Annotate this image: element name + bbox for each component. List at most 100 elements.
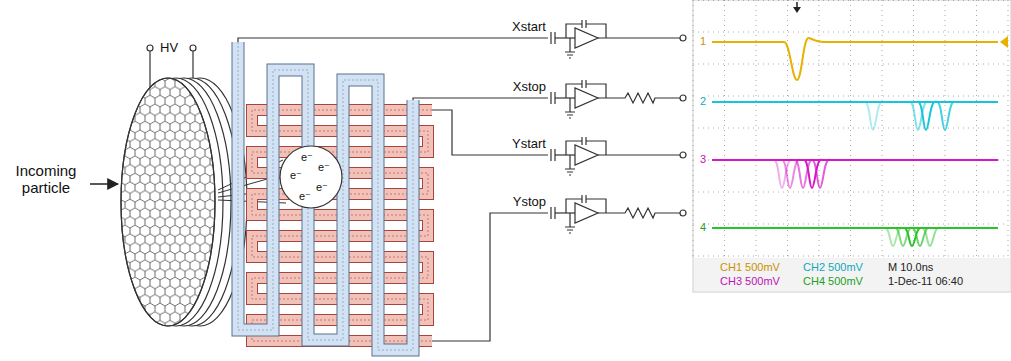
trigger-marker-part <box>793 7 801 13</box>
scope-grid-part <box>693 128 1008 129</box>
scope-trace <box>712 160 998 188</box>
preamp-channel-part <box>565 155 575 175</box>
preamp-channel-part <box>581 195 582 203</box>
hv-terminals-part <box>147 45 153 51</box>
voltage-label: HV <box>160 41 178 56</box>
scope-trace <box>712 228 998 246</box>
scope-trace-part <box>937 102 955 130</box>
scope-readout: M 10.0ns <box>888 261 933 274</box>
x-delay-line-part <box>238 42 413 350</box>
electron-label: e⁻ <box>318 161 330 174</box>
preamp-channel-part <box>581 80 582 88</box>
scope-grid-part <box>693 192 1008 193</box>
scope-trace <box>712 38 998 80</box>
scope-screen-part <box>693 0 1011 292</box>
scope-grid-part <box>976 0 977 256</box>
preamp-channel-part <box>550 32 551 44</box>
scope-readout: CH4 500mV <box>803 275 863 288</box>
scope-trace <box>712 102 998 130</box>
preamp-channel-part <box>565 38 575 58</box>
scope-grid-part <box>693 0 1008 1</box>
particle-arrow <box>90 184 118 185</box>
scope-trace-part <box>904 228 922 246</box>
preamp-channel-part <box>555 212 575 213</box>
signal-wires-part <box>432 213 548 341</box>
scope-readout: CH3 500mV <box>720 275 780 288</box>
preamp-channel-part <box>575 88 598 108</box>
x-delay-line <box>238 42 413 350</box>
preamp-channel-part <box>565 98 575 118</box>
scope-screen <box>693 0 1011 292</box>
preamp-channel-part <box>598 93 680 103</box>
scope-grid-part <box>945 0 946 256</box>
scope-trace-part <box>774 160 792 188</box>
scope-readout: CH1 500mV <box>720 261 780 274</box>
preamp-channel-part <box>598 208 680 218</box>
preamp-channel-part <box>555 37 575 38</box>
mcp-disk <box>110 70 247 340</box>
preamp-channel <box>551 80 686 118</box>
preamp-channel-part <box>555 154 575 155</box>
scope-trace-part <box>865 102 883 130</box>
signal-wires-part <box>413 98 548 100</box>
particle-label: Incoming particle <box>4 162 88 197</box>
scope-grid-part <box>693 224 1008 225</box>
scope-readout: CH2 500mV <box>803 261 863 274</box>
channel-number: 2 <box>698 95 708 108</box>
electron-cloud-part <box>280 146 342 208</box>
preamp-channel-part <box>680 152 686 158</box>
electron-label: e⁻ <box>299 190 311 203</box>
scope-grid-part <box>787 0 788 256</box>
scope-trace-part <box>812 160 830 188</box>
preamp-channel-part <box>680 210 686 216</box>
scope-grid-part <box>724 0 725 256</box>
scope-trace-part <box>910 102 928 130</box>
preamp-channel-part <box>598 37 680 38</box>
signal-name: Xstop <box>513 80 546 95</box>
preamp-channel-part <box>550 207 551 219</box>
scope-grid-part <box>693 256 1008 257</box>
signal-name: Xstart <box>512 20 546 35</box>
electron-label: e⁻ <box>290 169 302 182</box>
preamp-channel-part <box>585 20 586 28</box>
signal-name: Ystop <box>513 195 546 210</box>
scope-trace-part <box>712 38 998 80</box>
scope-trace-part <box>804 160 822 188</box>
scope-grid-part <box>693 160 1008 161</box>
signal-wires-part <box>238 38 548 42</box>
mcp-disk-part <box>121 78 215 326</box>
trigger-marker-part <box>1000 36 1008 48</box>
preamp-channel-part <box>575 203 598 223</box>
preamp-channel-part <box>550 149 551 161</box>
preamp-channel-part <box>585 137 586 145</box>
scope-screen-part <box>694 258 1010 291</box>
scope-grid-part <box>693 32 1008 33</box>
x-delay-line-part <box>238 42 413 350</box>
signal-name: Ystart <box>512 137 546 152</box>
particle-arrow-part <box>90 183 118 185</box>
preamp-channel-part <box>598 154 680 155</box>
preamp-channel <box>551 20 686 58</box>
preamp-channel-part <box>565 213 575 233</box>
preamp-channel-part <box>581 137 582 145</box>
scope-grid-part <box>693 96 1008 97</box>
electron-label: e⁻ <box>316 181 328 194</box>
scope-grid-part <box>756 0 757 256</box>
hv-terminals-part <box>149 51 150 92</box>
channel-number: 1 <box>698 35 708 48</box>
electron-label: e⁻ <box>301 151 313 164</box>
scope-grid <box>693 0 1008 256</box>
preamp-channel-part <box>585 195 586 203</box>
channel-number: 4 <box>698 221 708 234</box>
preamp-channel-part <box>575 28 598 48</box>
preamp-channel <box>551 195 686 233</box>
preamp-channel-part <box>550 92 551 104</box>
scope-grid-part <box>693 64 1008 65</box>
preamp-channel-part <box>575 145 598 165</box>
preamp-channel-part <box>680 95 686 101</box>
electron-cloud <box>280 146 342 208</box>
scope-trace-part <box>712 159 998 161</box>
channel-number: 3 <box>698 153 708 166</box>
scope-readout: 1-Dec-11 06:40 <box>888 275 963 288</box>
